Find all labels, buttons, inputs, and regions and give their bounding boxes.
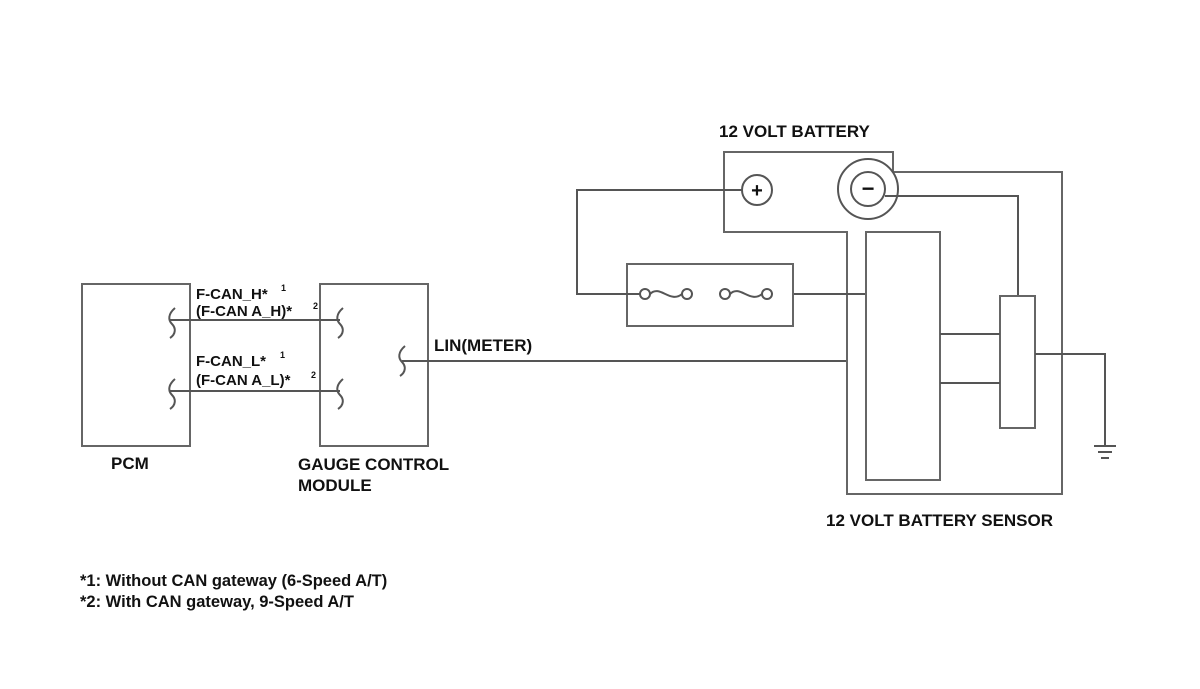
minus-icon: − bbox=[862, 176, 875, 201]
gauge-terminal-l bbox=[336, 378, 344, 410]
negative-wire bbox=[885, 195, 1019, 296]
gauge-terminal-h bbox=[336, 307, 344, 339]
battery-negative-terminal-outer bbox=[837, 158, 899, 220]
gauge-label-line2: MODULE bbox=[298, 476, 372, 495]
fcan-h-label: F-CAN_H* bbox=[196, 286, 268, 303]
fcan-l-sup: 1 bbox=[280, 350, 285, 360]
fcan-a-l-sup: 2 bbox=[311, 370, 316, 380]
footnote-1: *1: Without CAN gateway (6-Speed A/T) bbox=[80, 572, 387, 590]
pcm-terminal-l bbox=[168, 378, 176, 410]
fcan-a-h-sup: 2 bbox=[313, 301, 318, 311]
fcan-l-label: F-CAN_L* bbox=[196, 353, 266, 370]
fuse-terminal-2 bbox=[681, 288, 693, 300]
lin-label: LIN(METER) bbox=[434, 336, 532, 355]
pcm-terminal-h bbox=[168, 307, 176, 339]
fuse-terminal-3 bbox=[719, 288, 731, 300]
battery-label: 12 VOLT BATTERY bbox=[719, 122, 870, 141]
pcm-label: PCM bbox=[111, 454, 149, 473]
gauge-control-module-box bbox=[319, 283, 429, 447]
fuse-element-2 bbox=[729, 290, 763, 298]
fcan-a-l-label: (F-CAN A_L)* bbox=[196, 372, 291, 389]
fuse-element-1 bbox=[649, 290, 683, 298]
footnote-2: *2: With CAN gateway, 9-Speed A/T bbox=[80, 593, 354, 611]
battery-sensor-label: 12 VOLT BATTERY SENSOR bbox=[826, 511, 1053, 530]
gauge-label-line1: GAUGE CONTROL bbox=[298, 455, 449, 474]
plus-icon: + bbox=[751, 180, 763, 202]
shunt-resistor bbox=[999, 295, 1036, 429]
battery-negative-terminal bbox=[850, 171, 886, 207]
fcan-h-sup: 1 bbox=[281, 283, 286, 293]
fuse-terminal-1 bbox=[639, 288, 651, 300]
ground-wire bbox=[1035, 353, 1106, 446]
ground-icon bbox=[1094, 445, 1116, 459]
fcan-a-h-label: (F-CAN A_H)* bbox=[196, 303, 292, 320]
battery-sensor-block bbox=[865, 231, 941, 481]
fuse-terminal-4 bbox=[761, 288, 773, 300]
